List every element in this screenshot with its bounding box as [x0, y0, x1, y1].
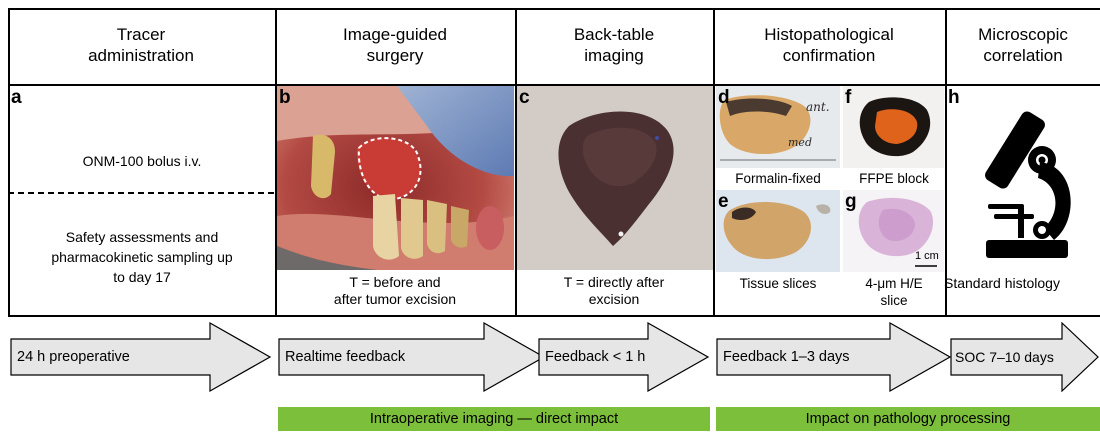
frame-top-line — [8, 8, 1100, 10]
arrow-5-label: SOC 7–10 days — [955, 348, 1054, 366]
formalin-fixed-photo — [716, 86, 840, 168]
panel-e-caption: Tissue slices — [714, 275, 842, 292]
tissue-slices-photo — [716, 190, 840, 272]
panel-b-caption: T = before and after tumor excision — [276, 274, 514, 308]
panel-letter-d: d — [718, 88, 730, 107]
panel-letter-h: h — [948, 88, 960, 107]
header-image-guided-surgery: Image-guided surgery — [276, 10, 514, 80]
label-med: med — [788, 136, 812, 149]
panel-letter-g: g — [845, 192, 857, 211]
panel-a-dashed-separator — [8, 192, 274, 194]
specimen-photo — [517, 86, 713, 270]
panel-g-caption: 4-μm H/E slice — [842, 275, 946, 309]
panel-a-administration-text: ONM-100 bolus i.v. — [8, 153, 276, 170]
arrow-2-label: Realtime feedback — [285, 348, 405, 366]
panel-c-caption: T = directly after excision — [516, 274, 712, 308]
frame-bottom-line — [8, 315, 1100, 317]
arrow-1-label: 24 h preoperative — [17, 348, 130, 366]
panel-letter-b: b — [279, 88, 291, 107]
panel-f-caption: FFPE block — [842, 170, 946, 187]
header-microscopic-correlation: Microscopic correlation — [946, 10, 1100, 80]
header-histopathological-confirmation: Histopathological confirmation — [714, 10, 944, 80]
label-ant: ant. — [806, 100, 830, 114]
panel-letter-a: a — [11, 88, 22, 107]
band-intraoperative-imaging: Intraoperative imaging — direct impact — [278, 407, 710, 431]
divider-3 — [713, 8, 715, 316]
band-pathology-processing: Impact on pathology processing — [716, 407, 1100, 431]
panel-letter-f: f — [845, 88, 851, 107]
panel-letter-c: c — [519, 88, 530, 107]
scale-bar-label: 1 cm — [915, 250, 939, 262]
header-tracer-administration: Tracer administration — [8, 10, 274, 80]
surgery-photo — [277, 86, 514, 270]
panel-h-caption: Standard histology — [944, 275, 1100, 292]
arrow-3-label: Feedback < 1 h — [545, 348, 645, 366]
ffpe-block-photo — [843, 86, 944, 168]
microscope-icon — [980, 100, 1080, 270]
panel-letter-e: e — [718, 192, 729, 211]
divider-4 — [945, 8, 947, 316]
panel-a-safety-text: Safety assessments and pharmacokinetic s… — [8, 227, 276, 287]
panel-d-caption: Formalin-fixed — [714, 170, 842, 187]
arrow-4-label: Feedback 1–3 days — [723, 348, 850, 366]
header-back-table-imaging: Back-table imaging — [516, 10, 712, 80]
